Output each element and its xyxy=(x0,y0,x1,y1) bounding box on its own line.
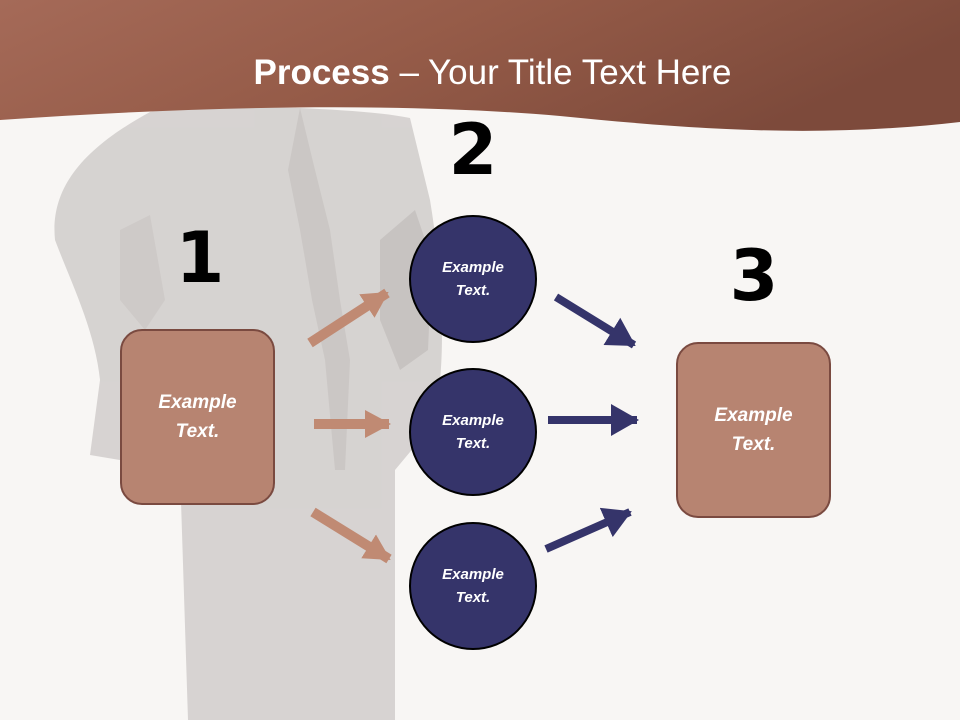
step-2-circle-top-text: Example Text. xyxy=(442,259,504,299)
step-3-box: Example Text. xyxy=(676,342,831,518)
step-2-circle-bottom-text: Example Text. xyxy=(442,566,504,606)
step-1-text: Example Text. xyxy=(158,392,237,442)
arrow-2-bottom-to-3 xyxy=(544,507,632,553)
header-band xyxy=(0,0,960,131)
step-2-circle-top: Example Text. xyxy=(409,215,537,343)
arrow-1-to-2-top xyxy=(307,288,390,348)
step-3-number: 3 xyxy=(729,235,779,317)
step-2-circle-bottom: Example Text. xyxy=(409,522,537,650)
arrow-1-to-2-bottom xyxy=(310,507,392,564)
step-2-number: 2 xyxy=(448,109,498,191)
title-rest: – Your Title Text Here xyxy=(389,53,732,92)
step-3-text: Example Text. xyxy=(714,405,793,455)
title-bold: Process xyxy=(253,53,390,92)
step-2-circle-middle-text: Example Text. xyxy=(442,412,504,452)
slide-title: Process – Your Title Text Here xyxy=(0,50,960,96)
step-1-number: 1 xyxy=(175,217,225,299)
step-2-circle-middle: Example Text. xyxy=(409,368,537,496)
step-1-box: Example Text. xyxy=(120,329,275,505)
arrow-2-top-to-3 xyxy=(553,293,637,349)
